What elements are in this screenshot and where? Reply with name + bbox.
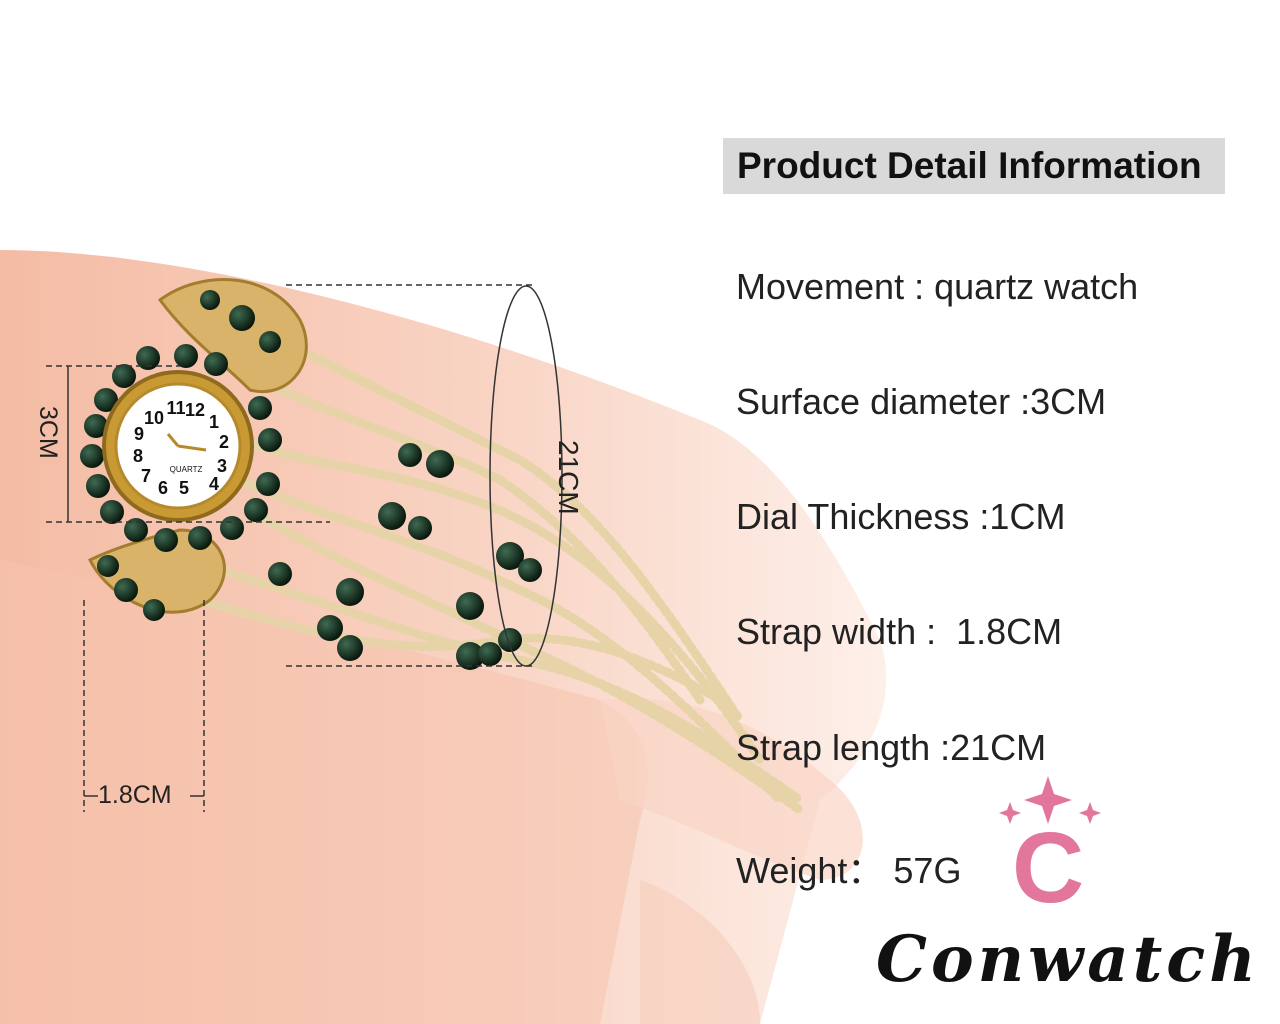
dial-brand: QUARTZ	[170, 465, 203, 474]
numeral-5: 5	[179, 478, 189, 498]
spec-dial-thickness: Dial Thickness :1CM	[736, 496, 1066, 537]
watch-bezel	[80, 278, 308, 621]
numeral-8: 8	[133, 446, 143, 466]
spec-weight: Weight： 57G	[736, 850, 962, 891]
numeral-10: 10	[144, 408, 164, 428]
numeral-3: 3	[217, 456, 227, 476]
numeral-1: 1	[209, 412, 219, 432]
header-title: Product Detail Information	[737, 145, 1202, 186]
numeral-2: 2	[219, 432, 229, 452]
header-banner	[723, 138, 1225, 194]
tassel-gems	[268, 443, 542, 670]
spec-movement: Movement : quartz watch	[736, 266, 1139, 307]
chain-tassels	[195, 335, 805, 815]
numeral-12: 12	[185, 400, 205, 420]
spec-strap-width: Strap width : 1.8CM	[736, 611, 1063, 652]
numeral-11: 11	[166, 398, 185, 418]
numeral-9: 9	[134, 424, 144, 444]
numeral-4: 4	[209, 474, 219, 494]
logo-sparkles	[999, 776, 1101, 824]
spec-surface-diameter: Surface diameter :3CM	[736, 381, 1107, 422]
spec-strap-length: Strap length :21CM	[736, 727, 1047, 768]
logo-letter: C	[1012, 812, 1085, 924]
dimension-lines	[46, 284, 536, 812]
dimension-label-width: 1.8CM	[98, 781, 172, 809]
brand-name: Conwatch	[876, 922, 1260, 997]
numeral-7: 7	[141, 466, 151, 486]
dimension-label-length: 21CM	[553, 440, 584, 515]
dimension-solid	[67, 285, 563, 797]
numeral-6: 6	[158, 478, 168, 498]
dimension-label-dial: 3CM	[34, 406, 62, 459]
watch-dial: 12 1 2 3 4 5 6 7 8 9 10 11 QUARTZ	[133, 398, 229, 498]
